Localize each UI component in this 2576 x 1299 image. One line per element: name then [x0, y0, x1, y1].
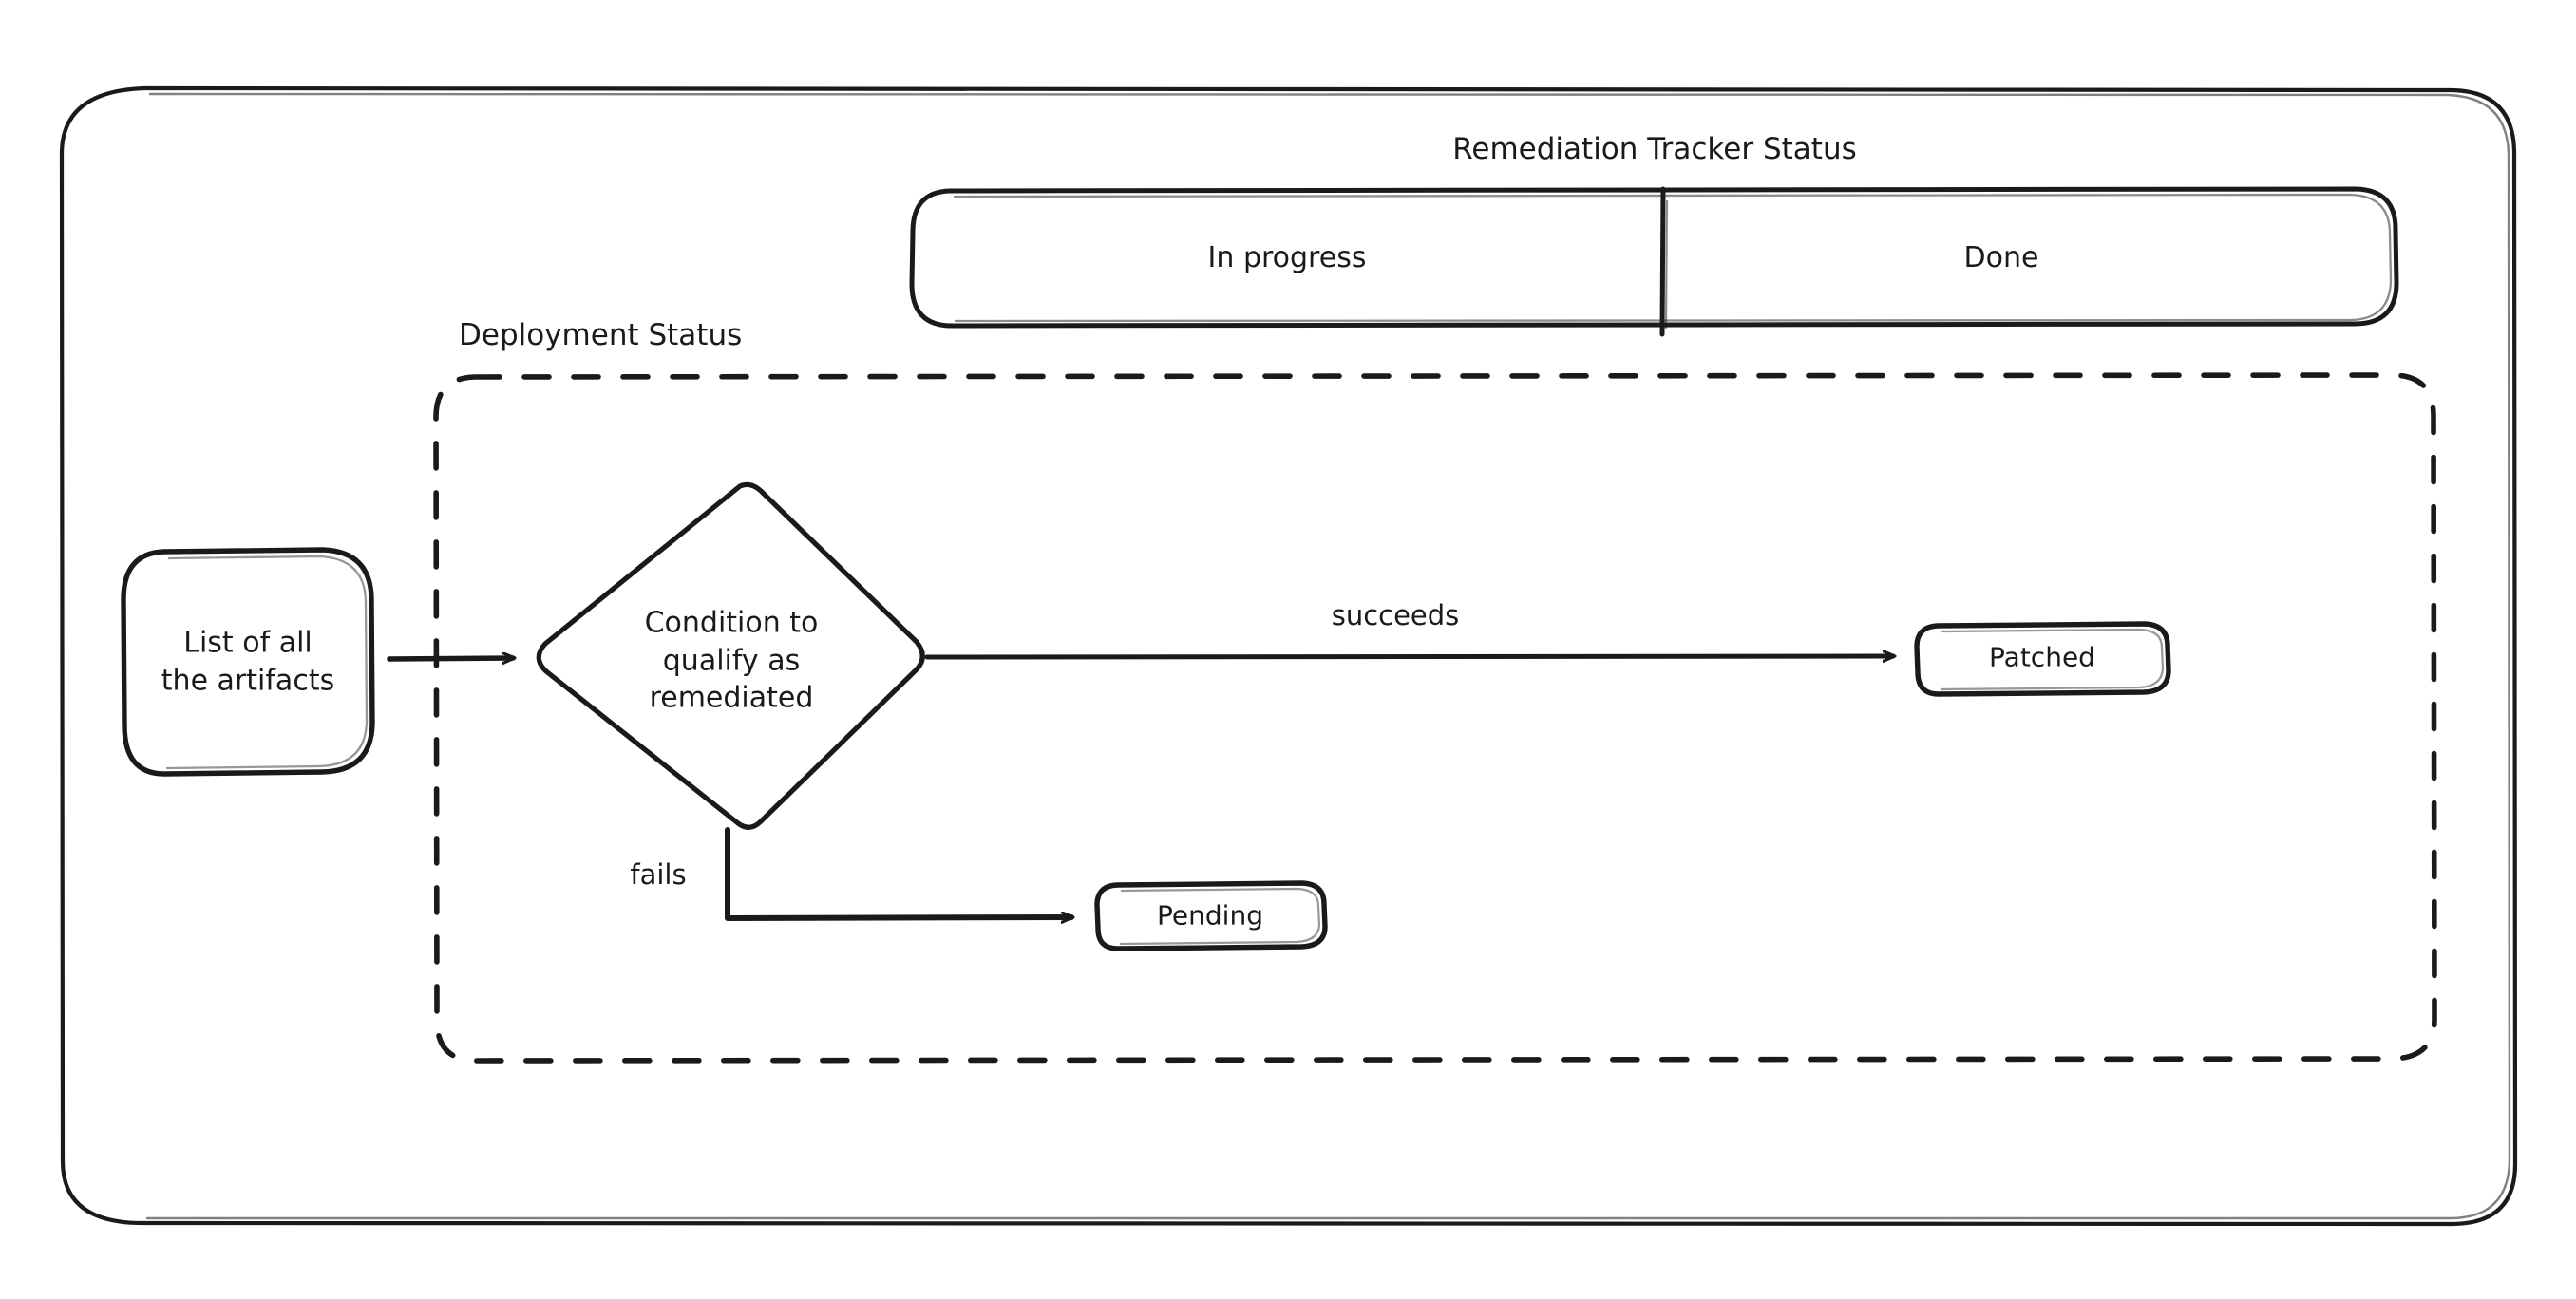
pool-deployment-status [433, 372, 2437, 1064]
outer-frame [59, 85, 2518, 1227]
node-artifacts-shape [121, 547, 375, 777]
edge-condition-to-patched [924, 656, 1893, 657]
node-patched-shape [1914, 621, 2171, 697]
node-condition-shape [536, 481, 925, 830]
edge-artifacts-to-condition [387, 658, 513, 659]
node-pending-shape [1094, 880, 1328, 951]
edge-condition-to-pending [725, 827, 1071, 918]
pool-remediation-tracker [909, 186, 2399, 337]
